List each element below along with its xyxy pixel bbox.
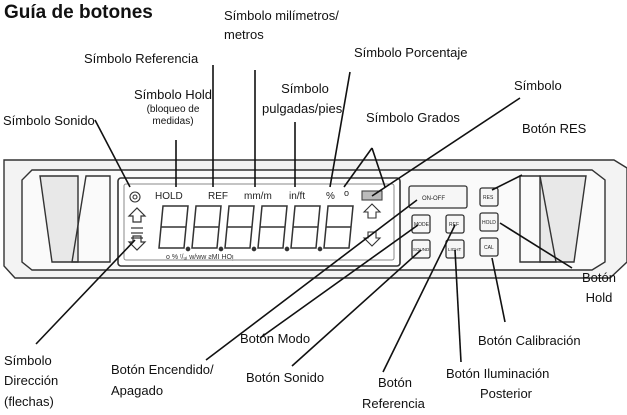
mode-button-label: MODE: [414, 222, 430, 228]
label-sonido: Símbolo Sonido: [3, 113, 95, 128]
lcd-mm-text: mm/m: [244, 191, 272, 202]
label-hold-sub2: medidas): [152, 116, 194, 127]
label-dir-line1: Símbolo: [4, 353, 52, 368]
label-pulgadas-line1: Símbolo: [281, 81, 329, 96]
label-btn-hold-line2: Hold: [585, 290, 613, 305]
label-mm-line1: Símbolo milímetros/: [224, 8, 339, 23]
ref-button-label: REF: [449, 222, 459, 228]
label-encendido-line1: Botón Encendido/: [111, 362, 214, 377]
label-mm-line2: metros: [224, 27, 264, 42]
sound-button-label: SOUND: [413, 247, 430, 252]
label-btn-res: Botón RES: [522, 121, 587, 136]
label-porcentaje: Símbolo Porcentaje: [354, 45, 468, 60]
ref-button[interactable]: [445, 214, 465, 234]
label-ref-line2: Referencia: [362, 396, 425, 411]
lcd-inft-text: in/ft: [289, 191, 305, 202]
light-button-label: LIGHT: [448, 247, 462, 252]
label-hold: Símbolo Hold: [134, 87, 213, 102]
label-ref-line1: Botón: [378, 375, 412, 390]
onoff-button[interactable]: [408, 185, 468, 209]
res-button[interactable]: [479, 187, 499, 207]
seven-segment-digits: [158, 205, 354, 252]
label-ilum-line1: Botón Iluminación: [446, 366, 550, 381]
label-btn-modo: Botón Modo: [240, 331, 311, 346]
device-button-labels: ON-OFF MODE REF SOUND LIGHT RES HOLD CAL: [413, 195, 496, 252]
lcd-hold-text: HOLD: [155, 191, 183, 202]
device-buttons: [408, 185, 499, 259]
label-referencia: Símbolo Referencia: [84, 51, 199, 66]
leader-lines: [35, 65, 573, 373]
label-encendido-line2: Apagado: [111, 383, 164, 398]
cal-button-label: CAL: [484, 245, 494, 251]
onoff-button-label: ON-OFF: [422, 196, 445, 202]
lcd-display: HOLD REF mm/m in/ft % o o % ᵗ/ᵤᵢ w/ww ƨM…: [127, 188, 383, 261]
label-grados: Símbolo Grados: [366, 110, 460, 125]
res-button-label: RES: [483, 195, 494, 201]
label-ilum-line2: Posterior: [479, 386, 533, 401]
lcd-bottom-row: o % ᵗ/ᵤᵢ w/ww ƨMI HOᴉ: [166, 254, 234, 261]
label-dir-line2: Dirección: [4, 373, 59, 388]
hold-button-label: HOLD: [482, 220, 496, 226]
label-pulgadas-line2: pulgadas/pies: [262, 101, 343, 116]
label-btn-hold-line1: Botón: [582, 270, 616, 285]
label-btn-calibracion: Botón Calibración: [478, 333, 581, 348]
page-title: Guía de botones: [4, 2, 153, 23]
hold-button[interactable]: [479, 212, 499, 232]
lcd-percent-text: %: [326, 191, 335, 202]
sound-symbol-icon: [129, 191, 141, 203]
label-hold-sub1: (bloqueo de: [146, 104, 200, 115]
mode-button[interactable]: [411, 214, 431, 234]
lcd-ref-text: REF: [208, 191, 228, 202]
label-dir-line3: (flechas): [4, 394, 54, 409]
lcd-degree-mark: o: [344, 188, 349, 198]
label-btn-sonido: Botón Sonido: [246, 370, 325, 385]
label-simbolo: Símbolo: [514, 78, 562, 93]
cal-button[interactable]: [479, 237, 499, 257]
